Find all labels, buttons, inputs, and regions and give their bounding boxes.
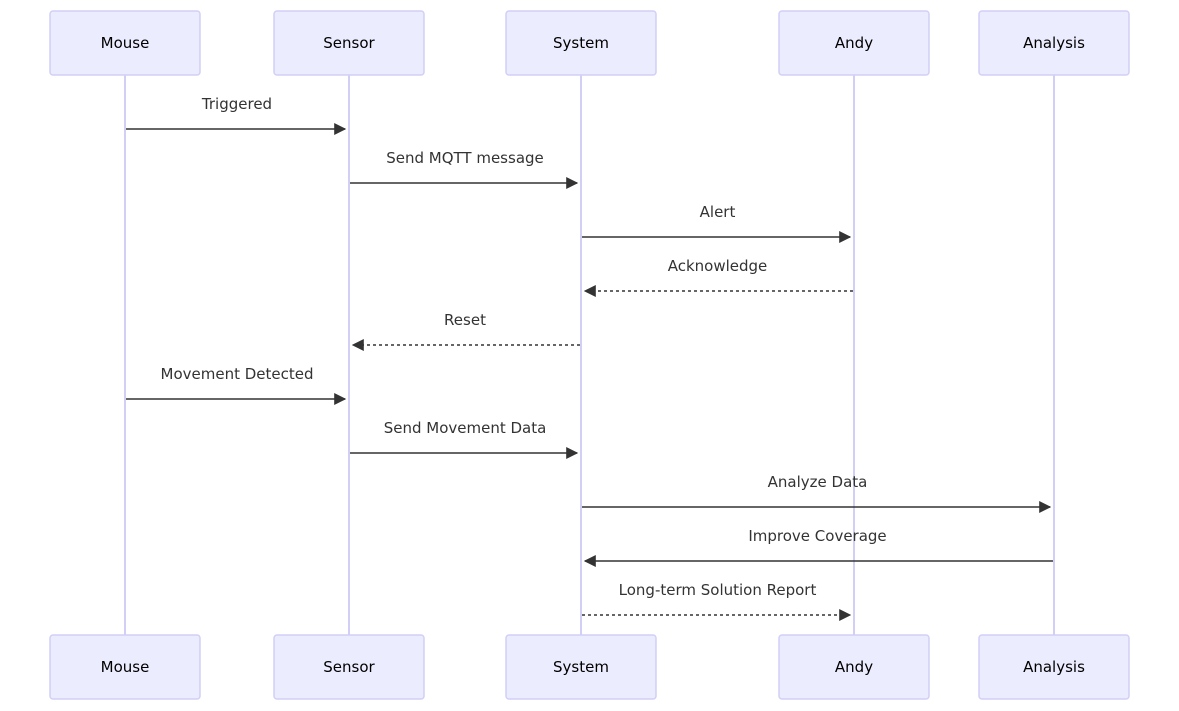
participant-label: Sensor <box>323 658 375 676</box>
message-label: Improve Coverage <box>748 527 886 545</box>
message-3: Alert <box>582 203 852 243</box>
participant-label: Sensor <box>323 34 375 52</box>
participant-box <box>49 10 201 76</box>
message-10: Long-term Solution Report <box>582 581 852 621</box>
message-label: Long-term Solution Report <box>619 581 817 599</box>
participant-label: Analysis <box>1023 34 1085 52</box>
participant-sensor-top: Sensor <box>273 10 425 76</box>
participant-box <box>978 634 1130 700</box>
participant-label: Andy <box>835 34 873 52</box>
message-label: Send Movement Data <box>384 419 547 437</box>
message-label: Triggered <box>201 95 272 113</box>
participant-label: Mouse <box>101 34 150 52</box>
participant-andy-top: Andy <box>778 10 930 76</box>
message-8: Analyze Data <box>582 473 1052 513</box>
participant-box <box>505 634 657 700</box>
message-5: Reset <box>351 311 580 351</box>
participant-system-top: System <box>505 10 657 76</box>
participant-system-bottom: System <box>505 634 657 700</box>
participant-box <box>49 634 201 700</box>
message-4: Acknowledge <box>583 257 853 297</box>
participant-andy-bottom: Andy <box>778 634 930 700</box>
message-label: Alert <box>700 203 736 221</box>
message-label: Acknowledge <box>668 257 768 275</box>
participant-label: System <box>553 34 609 52</box>
participant-analysis-bottom: Analysis <box>978 634 1130 700</box>
message-9: Improve Coverage <box>583 527 1053 567</box>
participant-box <box>778 10 930 76</box>
participant-label: Andy <box>835 658 873 676</box>
message-label: Reset <box>444 311 486 329</box>
lifelines <box>124 75 1055 635</box>
participant-label: Analysis <box>1023 658 1085 676</box>
message-6: Movement Detected <box>126 365 347 405</box>
message-label: Movement Detected <box>161 365 314 383</box>
message-7: Send Movement Data <box>350 419 579 459</box>
message-label: Send MQTT message <box>386 149 544 167</box>
participant-box <box>778 634 930 700</box>
participant-analysis-top: Analysis <box>978 10 1130 76</box>
participant-sensor-bottom: Sensor <box>273 634 425 700</box>
message-label: Analyze Data <box>768 473 868 491</box>
participant-label: System <box>553 658 609 676</box>
participants: MouseMouseSensorSensorSystemSystemAndyAn… <box>49 10 1130 700</box>
participant-box <box>273 10 425 76</box>
participant-mouse-bottom: Mouse <box>49 634 201 700</box>
participant-label: Mouse <box>101 658 150 676</box>
participant-box <box>273 634 425 700</box>
participant-box <box>978 10 1130 76</box>
participant-mouse-top: Mouse <box>49 10 201 76</box>
participant-box <box>505 10 657 76</box>
message-2: Send MQTT message <box>350 149 579 189</box>
message-1: Triggered <box>126 95 347 135</box>
